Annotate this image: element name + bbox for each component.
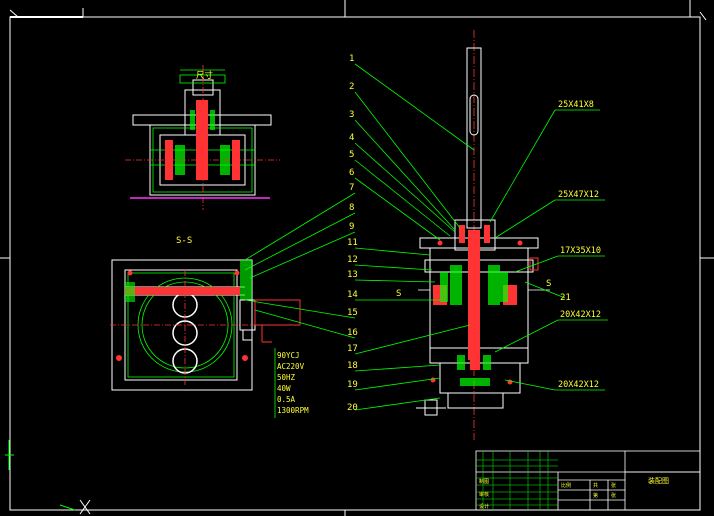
- main-assembly-view: S S: [396, 30, 551, 440]
- spec-line: 1300RPM: [277, 406, 309, 415]
- part-number: 16: [347, 328, 358, 338]
- part-number: 4: [349, 133, 354, 143]
- spec-line: 50HZ: [277, 373, 296, 382]
- title-cell: 张: [611, 482, 616, 489]
- fit-notes: 25X41X8 25X47X12 17X35X10 20X42X12 20X42…: [558, 100, 601, 390]
- part-number: 12: [347, 255, 358, 265]
- part-numbers: 1 2 3 4 5 6 7 8 9 11 12 13 14 15 16 17 1…: [347, 54, 571, 413]
- title-cell: 比例: [561, 482, 571, 489]
- title-cell: 张: [611, 492, 616, 499]
- title-cell: 审核: [479, 491, 489, 498]
- part-number: 5: [349, 150, 354, 160]
- section-marker-left: S: [396, 289, 401, 299]
- part-number: 19: [347, 380, 358, 390]
- section-label: S-S: [176, 236, 192, 246]
- fit-note: 25X41X8: [558, 100, 594, 110]
- part-number: 14: [347, 290, 358, 300]
- part-number: 9: [349, 222, 354, 232]
- spec-line: 40W: [277, 384, 291, 393]
- title-block: 装配图 比例 共 张 第 张 制图 审核 设计: [475, 450, 701, 511]
- fit-note: 20X42X12: [560, 310, 601, 320]
- fit-note: 17X35X10: [560, 246, 601, 256]
- part-number: 11: [347, 238, 358, 248]
- title-cell: 共: [593, 482, 598, 489]
- part-number: 15: [347, 308, 358, 318]
- part-number: 3: [349, 110, 354, 120]
- section-marker-right: S: [546, 279, 551, 289]
- part-number: 8: [349, 203, 354, 213]
- drawing-title: 装配图: [648, 476, 669, 485]
- fit-note: 25X47X12: [558, 190, 599, 200]
- title-cell: 设计: [479, 503, 489, 510]
- part-number: 1: [349, 54, 354, 64]
- title-cell: 制图: [479, 478, 489, 485]
- title-cell: 第: [593, 492, 598, 499]
- part-number: 21: [560, 293, 571, 303]
- spec-line: 90YCJ: [277, 351, 300, 360]
- part-number: 2: [349, 82, 354, 92]
- part-number: 18: [347, 361, 358, 371]
- spec-line: AC220V: [277, 362, 305, 371]
- part-number: 13: [347, 270, 358, 280]
- part-number: 6: [349, 168, 354, 178]
- spec-line: 0.5A: [277, 395, 296, 404]
- top-view: 尺寸: [125, 65, 280, 210]
- motor-spec-lines: 90YCJ AC220V 50HZ 40W 0.5A 1300RPM: [277, 351, 309, 415]
- part-number: 7: [349, 183, 354, 193]
- fit-note: 20X42X12: [558, 380, 599, 390]
- part-number: 17: [347, 344, 358, 354]
- leader-lines: [244, 63, 608, 411]
- motor-spec: 90YCJ AC220V 50HZ 40W 0.5A 1300RPM: [254, 299, 309, 418]
- top-dimension: 尺寸: [196, 70, 214, 81]
- section-view-s-s: S-S: [110, 236, 256, 391]
- part-number: 20: [347, 403, 358, 413]
